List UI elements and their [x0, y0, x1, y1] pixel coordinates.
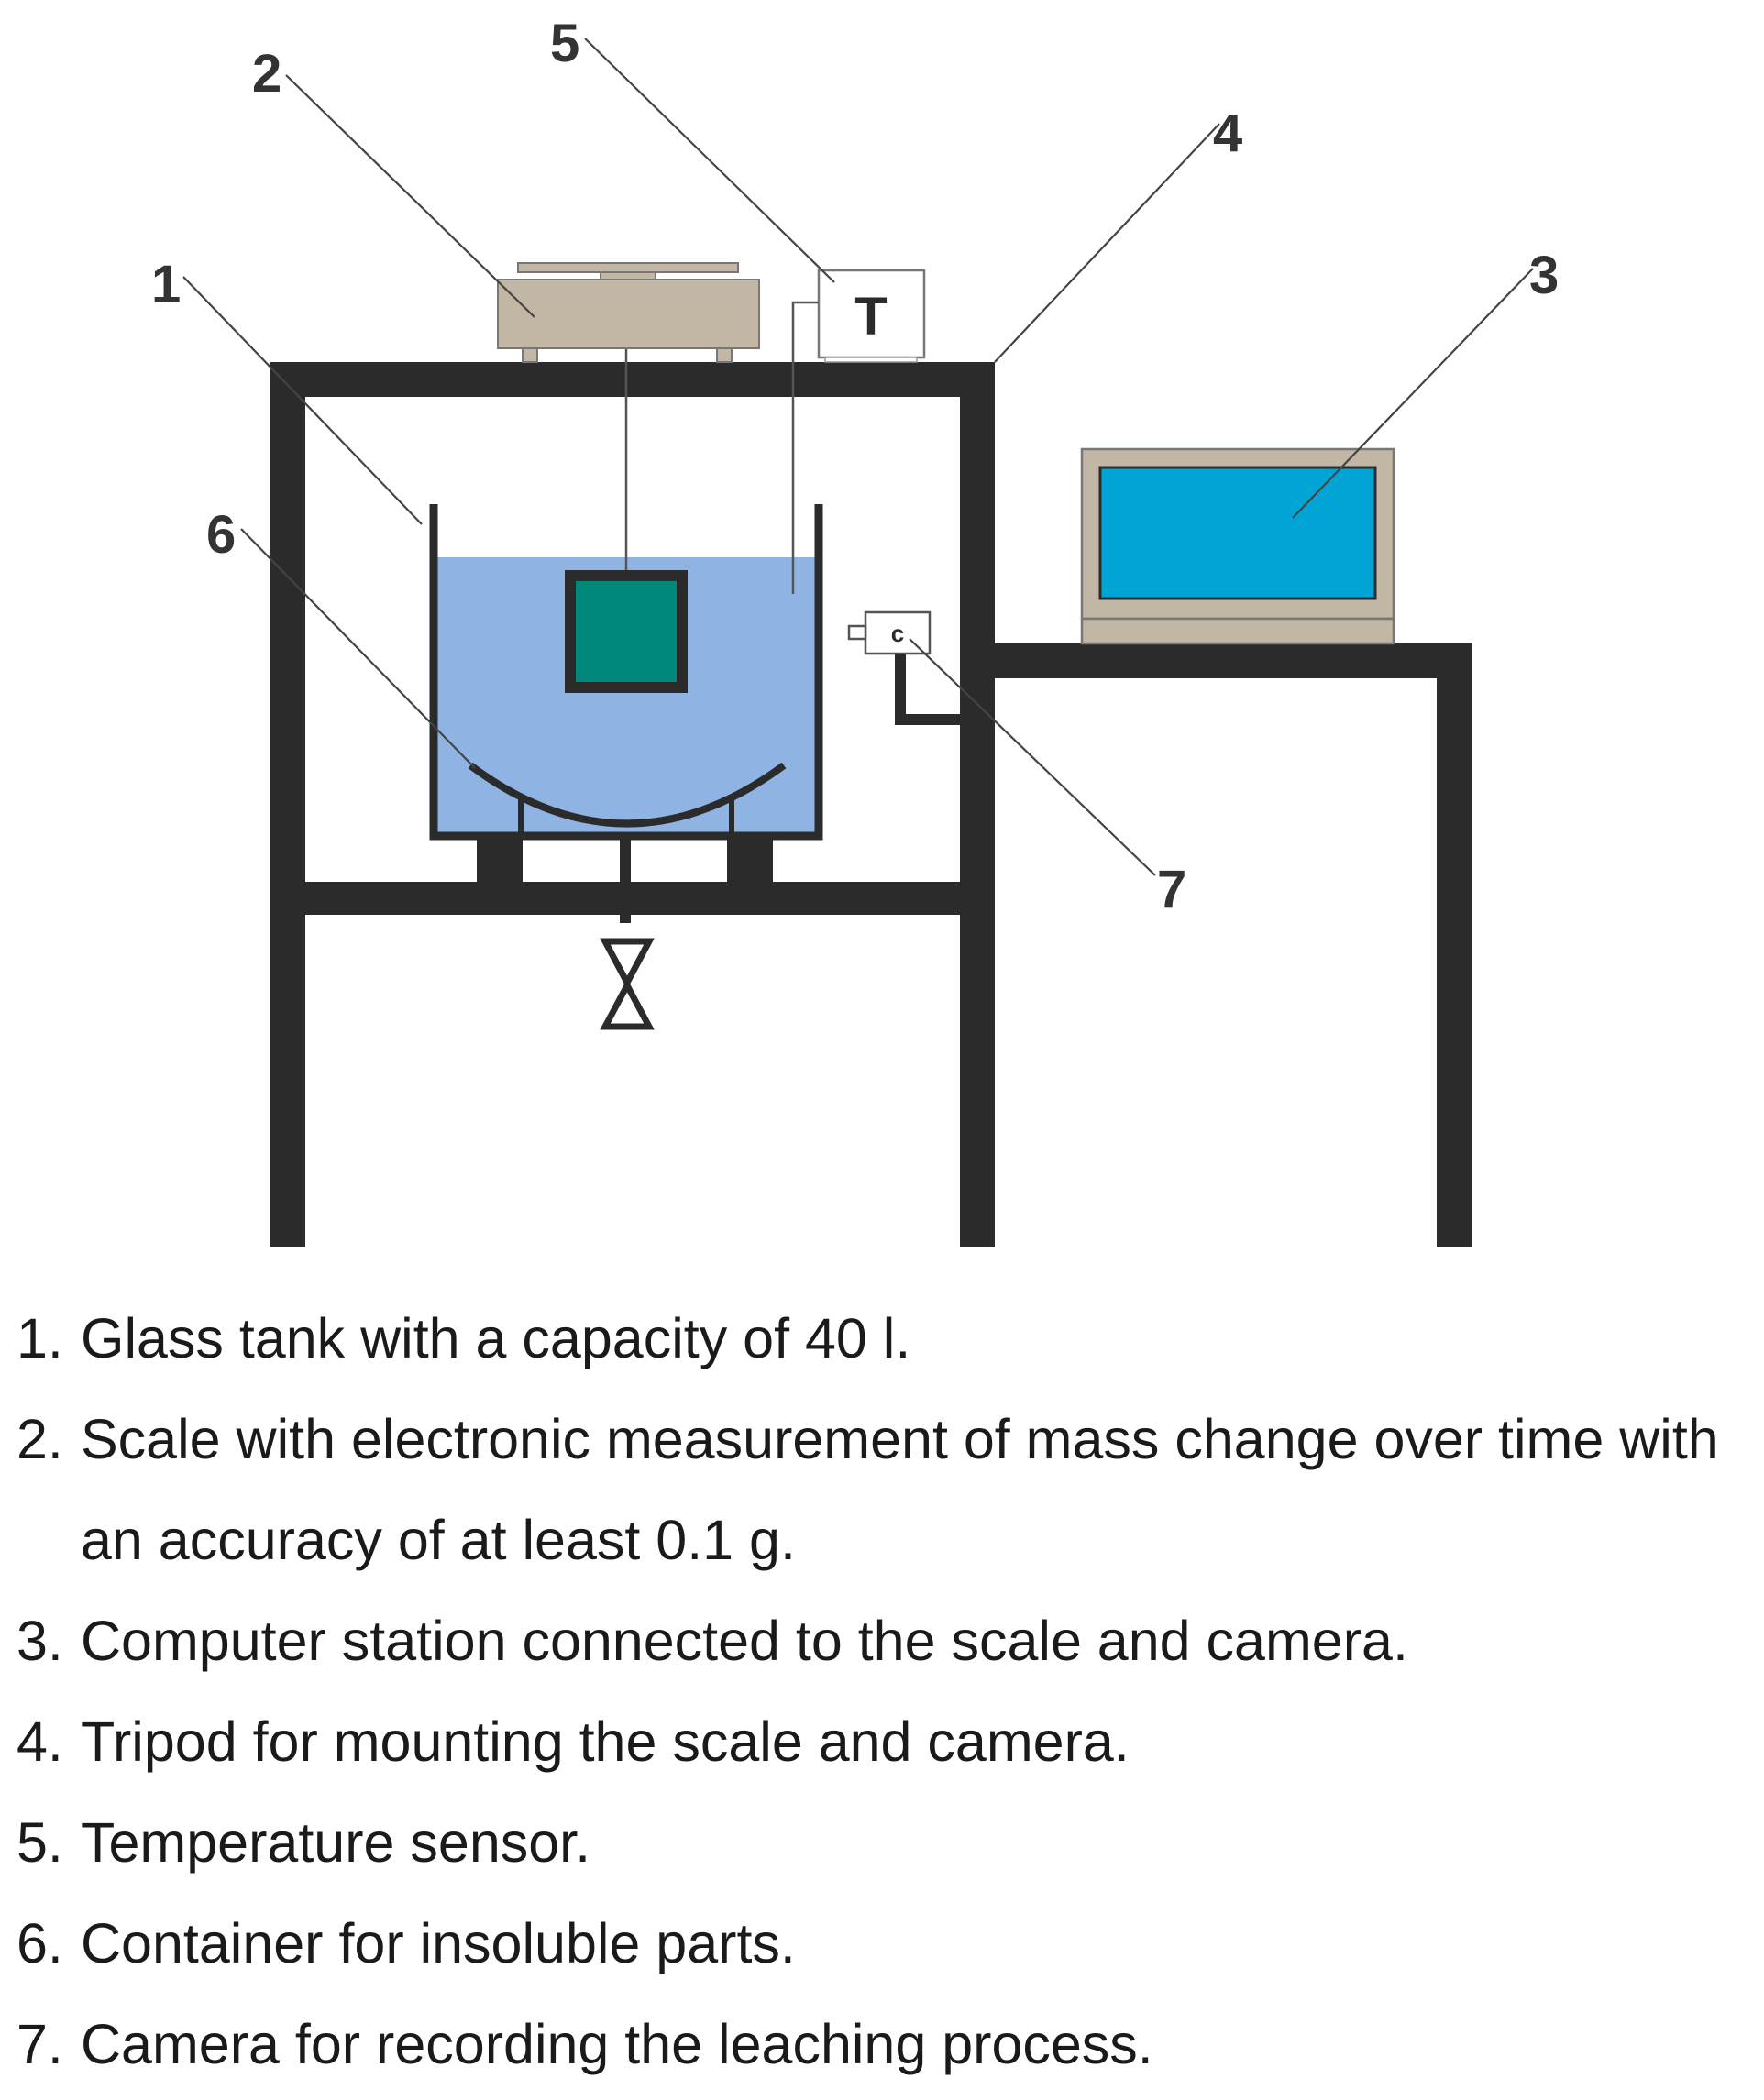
legend-item-text: Container for insoluble parts. — [81, 1912, 796, 1974]
legend-item-number: 7. — [17, 2013, 63, 2075]
computer-table — [995, 643, 1472, 1247]
legend-item-number: 5. — [17, 1811, 63, 1874]
tripod-frame — [270, 362, 995, 1247]
legend-item-number: 6. — [17, 1912, 63, 1974]
callout-7: 7 — [1157, 860, 1186, 919]
legend-item-1: 1. Glass tank with a capacity of 40 l. — [17, 1288, 1749, 1389]
legend-item-text: Glass tank with a capacity of 40 l. — [81, 1307, 911, 1369]
legend-item-number: 1. — [17, 1307, 63, 1369]
callout-2: 2 — [252, 44, 281, 104]
legend-item-4: 4. Tripod for mounting the scale and cam… — [17, 1691, 1749, 1792]
legend-item-6: 6. Container for insoluble parts. — [17, 1893, 1749, 1994]
legend-list: 1. Glass tank with a capacity of 40 l. 2… — [17, 1288, 1749, 2095]
callout-labels: 1 2 3 4 5 6 7 — [151, 14, 1559, 919]
callout-5: 5 — [550, 14, 579, 73]
callout-3: 3 — [1529, 246, 1559, 305]
legend-item-text: Camera for recording the leaching proces… — [81, 2013, 1153, 2075]
apparatus-diagram: T c 1 2 3 4 5 6 7 — [151, 14, 1559, 1247]
legend-item-text: Tripod for mounting the scale and camera… — [81, 1710, 1130, 1773]
legend-item-5: 5. Temperature sensor. — [17, 1792, 1749, 1893]
legend-item-2: 2. Scale with electronic measurement of … — [17, 1389, 1749, 1590]
sample-block — [565, 570, 688, 693]
legend-item-number: 4. — [17, 1710, 63, 1773]
callout-1: 1 — [151, 255, 181, 314]
callout-6: 6 — [206, 505, 236, 565]
legend-item-text: Temperature sensor. — [81, 1811, 591, 1874]
scale-icon — [497, 262, 760, 363]
legend-item-7: 7. Camera for recording the leaching pro… — [17, 1994, 1749, 2095]
camera-letter: c — [891, 620, 904, 647]
temperature-sensor-icon: T — [791, 269, 926, 594]
legend-item-text: Computer station connected to the scale … — [81, 1610, 1408, 1672]
legend-item-3: 3. Computer station connected to the sca… — [17, 1590, 1749, 1691]
legend-item-number: 3. — [17, 1610, 63, 1672]
computer-icon — [1080, 447, 1395, 645]
sensor-letter: T — [854, 287, 887, 346]
valve-icon — [600, 938, 655, 1030]
legend-item-number: 2. — [17, 1408, 63, 1470]
legend-item-text: Scale with electronic measurement of mas… — [81, 1408, 1719, 1571]
callout-4: 4 — [1213, 104, 1242, 163]
insoluble-container — [468, 762, 787, 836]
camera-icon: c — [847, 610, 960, 725]
leader-lines — [182, 38, 1534, 876]
